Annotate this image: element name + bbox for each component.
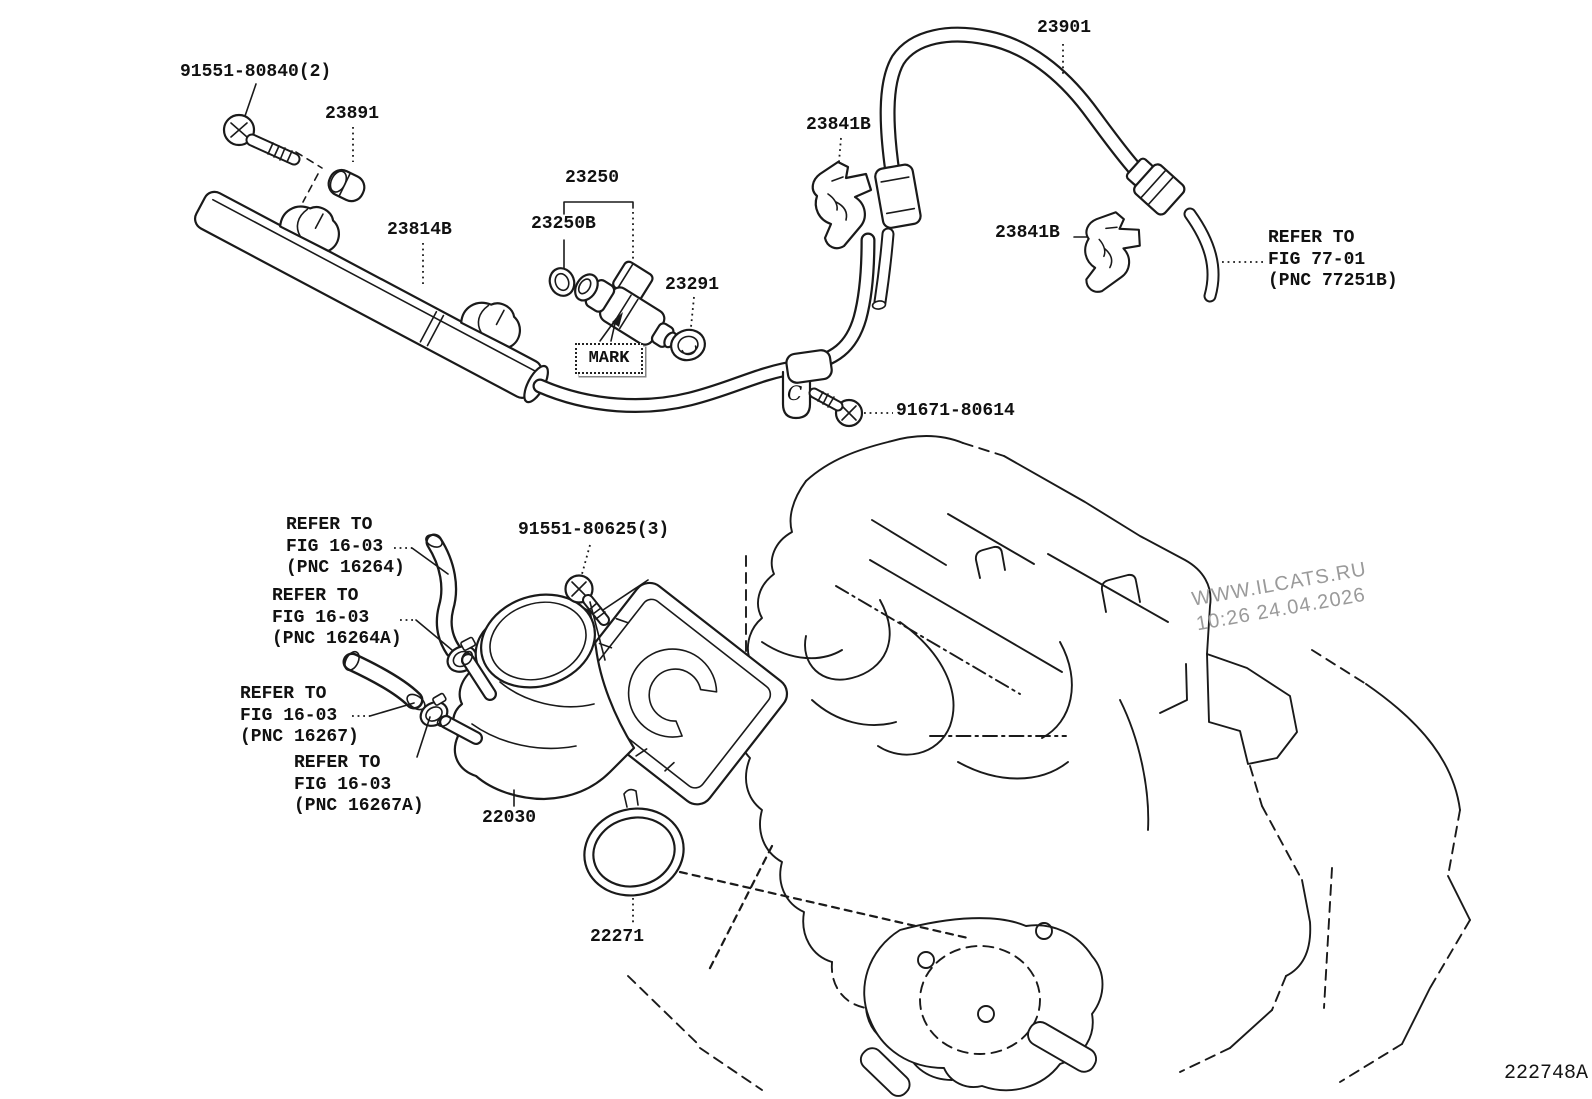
water-outlet-flange <box>859 917 1104 1097</box>
spacer <box>327 127 366 203</box>
callout-tube-clamp-left: 23841B <box>806 115 871 135</box>
throttle-gasket <box>583 788 685 925</box>
pipe-bolt <box>808 387 864 428</box>
c-tab <box>781 370 812 420</box>
callout-spacer: 23891 <box>325 104 380 124</box>
callout-throttle-gasket: 22271 <box>590 927 645 947</box>
injector-seal <box>670 328 706 362</box>
throttle-bolt <box>564 544 610 661</box>
injector-assembly <box>548 201 706 362</box>
callout-fuel-hose: 23901 <box>1037 18 1092 38</box>
fuel-pipe <box>532 232 893 428</box>
rail-bolt <box>222 83 323 203</box>
callout-fuel-rail: 23814B <box>387 220 452 240</box>
engine-outline <box>627 435 1471 1097</box>
fuel-rail <box>193 190 549 404</box>
throttle-body <box>436 579 649 801</box>
mark-tag: MARK <box>575 343 643 374</box>
quick-connector-left <box>874 163 922 229</box>
tube-clamp-right <box>1073 211 1141 293</box>
reference-fig-77-01: REFER TO FIG 77-01 (PNC 77251B) <box>1268 228 1398 291</box>
reference-fig-16-03-16264: REFER TO FIG 16-03 (PNC 16264) <box>286 515 405 578</box>
hose-end-fitting-right <box>1125 157 1186 216</box>
callout-injector: 23250 <box>565 168 620 188</box>
callout-tube-clamp-right: 23841B <box>995 223 1060 243</box>
throttle-flange <box>558 581 789 806</box>
callout-throttle-bolt: 91551-80625(3) <box>518 520 670 540</box>
figure-code: 222748A <box>1504 1062 1589 1085</box>
injector <box>574 260 678 349</box>
reference-fig-16-03-16264a: REFER TO FIG 16-03 (PNC 16264A) <box>272 586 402 649</box>
reference-fig-16-03-16267a: REFER TO FIG 16-03 (PNC 16267A) <box>294 753 424 816</box>
tube-clamp-left <box>811 137 873 250</box>
throttle-assembly <box>342 533 970 974</box>
fuel-hose <box>871 26 1264 310</box>
reference-fig-16-03-16267: REFER TO FIG 16-03 (PNC 16267) <box>240 684 359 747</box>
callout-injector-seal: 23291 <box>665 275 720 295</box>
callout-pipe-bolt: 91671-80614 <box>896 401 1015 421</box>
callout-throttle-body: 22030 <box>482 808 537 828</box>
callout-rail-bolt: 91551-80840(2) <box>180 62 332 82</box>
injector-grommet <box>548 267 576 297</box>
c-position-mark: C <box>787 381 803 405</box>
callout-injector-grommet: 23250B <box>531 214 596 234</box>
